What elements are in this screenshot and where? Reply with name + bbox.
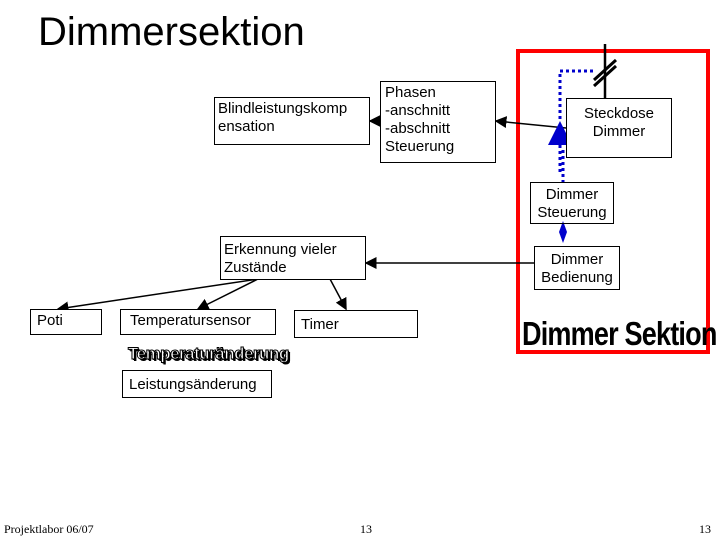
bedienung-line-1: Dimmer bbox=[550, 251, 604, 268]
phasen-line-3: -abschnitt bbox=[385, 120, 451, 137]
footer-left: Projektlabor 06/07 bbox=[4, 522, 94, 536]
box-poti: Poti bbox=[30, 309, 102, 335]
footer-page-right: 13 bbox=[699, 522, 711, 536]
steckdose-line-2: Dimmer bbox=[592, 123, 646, 140]
steckdose-line-1: Steckdose bbox=[583, 105, 655, 122]
box-phasen-steuerung: Phasen -anschnitt -abschnitt Steuerung bbox=[380, 81, 496, 163]
leistungsaenderung-label: Leistungsänderung bbox=[129, 376, 257, 393]
box-temperatursensor: Temperatursensor bbox=[120, 309, 276, 335]
box-leistungsaenderung: Leistungsänderung bbox=[122, 370, 272, 398]
blue-link-mains bbox=[558, 69, 596, 119]
temperatursensor-label: Temperatursensor bbox=[130, 312, 251, 329]
box-timer: Timer bbox=[294, 310, 418, 338]
poti-label: Poti bbox=[37, 312, 63, 329]
dimmer-section-frame bbox=[516, 49, 710, 354]
steuerung-line-2: Steuerung bbox=[537, 204, 607, 221]
box-dimmer-bedienung: Dimmer Bedienung bbox=[534, 246, 620, 290]
box-blindleistungskompensation: Blindleistungskomp ensation bbox=[214, 97, 370, 145]
dimmer-sektion-heading: Dimmer Sektion bbox=[522, 315, 717, 352]
phasen-line-1: Phasen bbox=[385, 84, 436, 101]
mains-slash-2 bbox=[592, 64, 618, 88]
footer-page-center: 13 bbox=[360, 522, 372, 536]
arrow-erkennung-to-poti bbox=[56, 278, 259, 314]
blindleistung-label: Blindleistungskomp ensation bbox=[218, 100, 348, 135]
bedienung-line-2: Bedienung bbox=[541, 269, 613, 286]
arrow-erkennung-to-timer bbox=[329, 278, 347, 311]
box-steckdose-dimmer: Steckdose Dimmer bbox=[566, 98, 672, 158]
phasen-line-4: Steuerung bbox=[385, 138, 455, 155]
blue-link-diamond bbox=[559, 221, 567, 243]
box-dimmer-steuerung: Dimmer Steuerung bbox=[530, 182, 614, 224]
arrow-steckdose-to-phasen bbox=[494, 116, 567, 129]
temperaturaenderung-wordart: Temperaturänderung bbox=[128, 344, 290, 363]
erkennung-label: Erkennung vieler Zustände bbox=[224, 241, 337, 276]
timer-label: Timer bbox=[301, 316, 339, 333]
slide-title: Dimmersektion bbox=[38, 10, 305, 54]
arrow-erkennung-to-temperatursensor bbox=[196, 278, 259, 310]
box-erkennung-vieler-zustaende: Erkennung vieler Zustände bbox=[220, 236, 366, 280]
mains-slash bbox=[592, 58, 618, 82]
phasen-line-2: -anschnitt bbox=[385, 102, 451, 119]
steuerung-line-1: Dimmer bbox=[545, 186, 599, 203]
